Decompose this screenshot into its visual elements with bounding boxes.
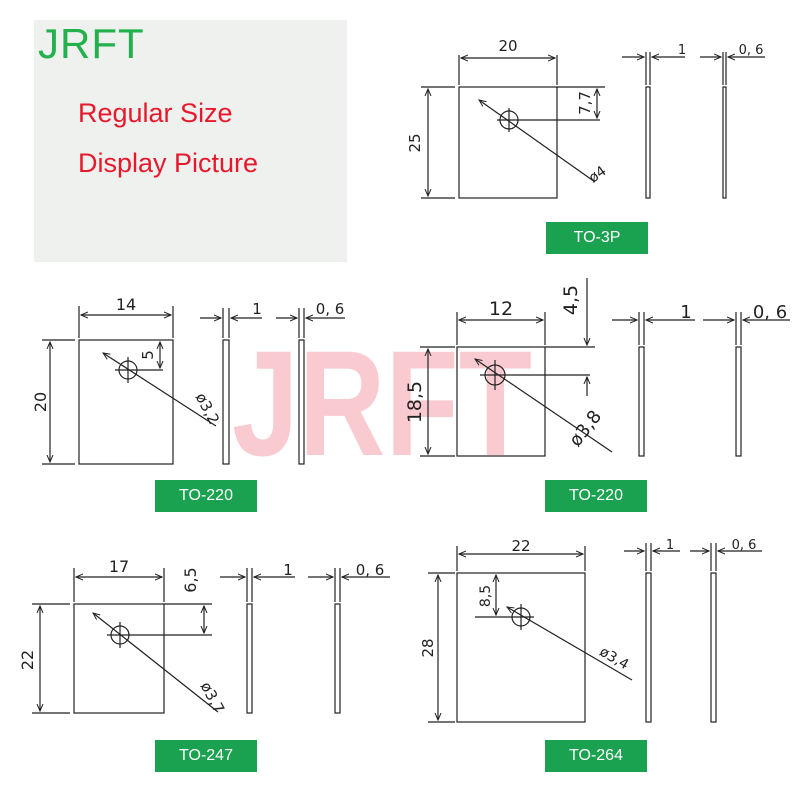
watermark-text: JRFT: [232, 319, 532, 487]
label-to247: TO-247: [155, 740, 257, 772]
watermark: JRFT: [232, 319, 532, 487]
to3p-drawing: [421, 52, 765, 199]
to3p-thick2-text: 0, 6: [739, 43, 764, 58]
to220b-height-text: 18,5: [404, 381, 426, 423]
to247-width-text: 17: [109, 557, 129, 576]
to220a-pad: [78, 339, 174, 465]
to220a-thick2-text: 0, 6: [316, 300, 345, 318]
to247-drawing: [32, 568, 390, 714]
to3p-thick1-text: 1: [678, 43, 686, 58]
label-to264: TO-264: [545, 740, 647, 772]
to3p-width-text: 20: [498, 37, 517, 55]
to220b-thick2-text: 0, 6: [753, 302, 787, 323]
to220b-width-text: 12: [489, 298, 513, 320]
card-line-2: Display Picture: [78, 148, 259, 178]
to220a-width-text: 14: [116, 295, 136, 314]
card-line-1: Regular Size: [78, 98, 233, 128]
to220a-drawing: [42, 306, 345, 465]
to3p-hole-text: ø4: [586, 163, 610, 186]
to220a-hole-text: ø3,2: [192, 390, 223, 428]
to220b-thick1-text: 1: [680, 302, 691, 323]
to264-offset-text: 8,5: [478, 585, 494, 607]
label-to220-left: TO-220: [155, 480, 257, 512]
brand-logo: JRFT: [38, 20, 145, 67]
to220b-drawing: [420, 278, 790, 457]
label-to3p: TO-3P: [546, 222, 648, 254]
to247-height-text: 22: [18, 650, 37, 670]
to247-thick2-text: 0, 6: [356, 561, 385, 579]
to247-thick1-text: 1: [283, 561, 293, 579]
to264-thick1-text: 1: [666, 538, 674, 553]
to220b-pad: [456, 346, 546, 457]
to220a-height-text: 20: [31, 392, 50, 412]
label-to220-right: TO-220: [545, 480, 647, 512]
to3p-height-text: 25: [406, 133, 424, 152]
to3p-offset-text: 7,7: [576, 91, 594, 115]
to3p-pad: [458, 86, 558, 199]
to247-pad: [73, 603, 165, 714]
to264-height-text: 28: [419, 638, 437, 657]
to247-hole-text: ø3,7: [197, 679, 228, 717]
to264-pad: [456, 572, 586, 723]
to220b-offset-text: 4,5: [560, 285, 582, 315]
to220a-thick1-text: 1: [252, 300, 262, 318]
to220a-offset-text: 5: [139, 350, 157, 360]
to264-thick2-text: 0, 6: [732, 538, 757, 553]
to247-offset-text: 6,5: [181, 567, 200, 592]
to264-drawing: [428, 543, 762, 723]
intro-card: JRFT Regular Size Display Picture: [34, 20, 347, 262]
to264-width-text: 22: [511, 537, 530, 555]
